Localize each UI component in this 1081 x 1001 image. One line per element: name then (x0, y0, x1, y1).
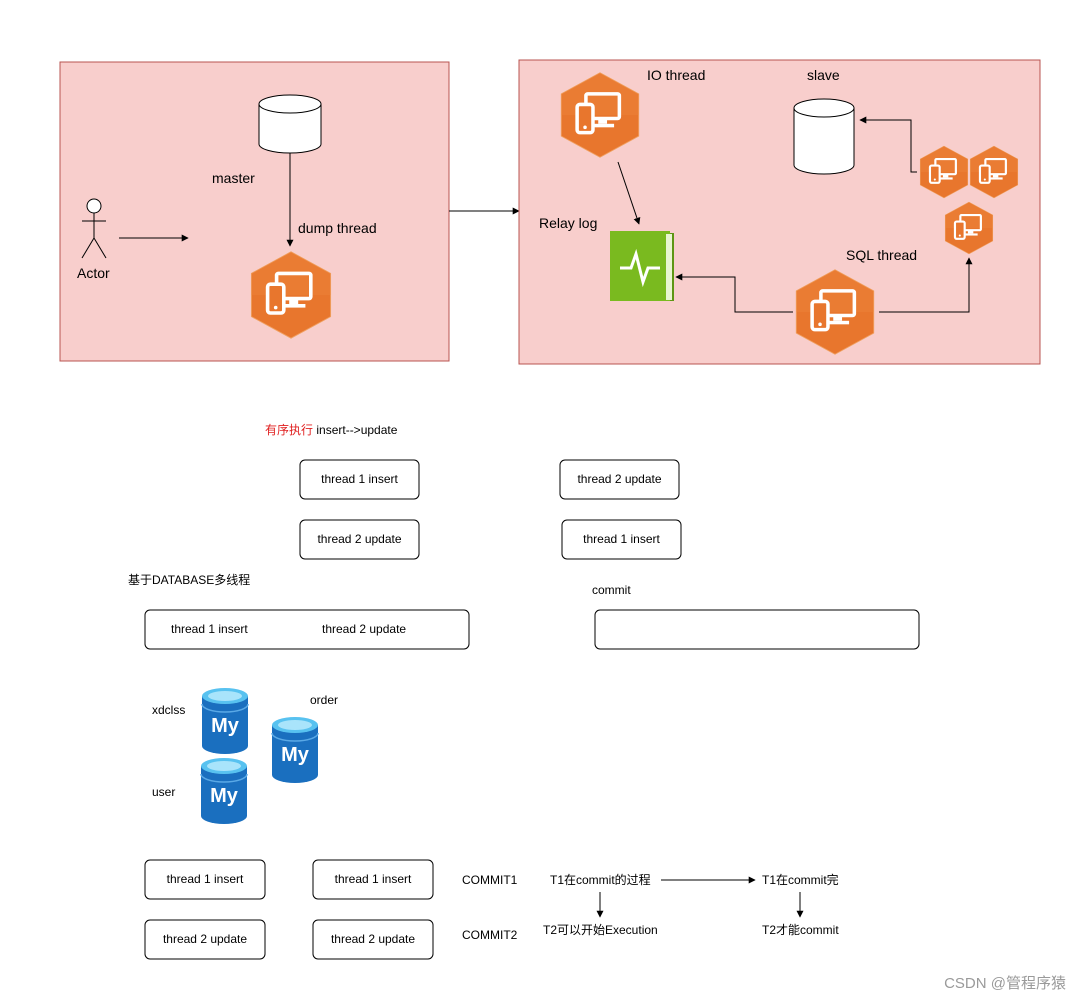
sql-to-relay-arrow (675, 273, 793, 313)
database-name: user (152, 785, 175, 799)
worker-to-slave-arrow (859, 116, 917, 173)
ordered-box-label: thread 1 insert (321, 472, 398, 486)
ordered-box-label: thread 1 insert (583, 532, 660, 546)
relay-log-label: Relay log (539, 215, 597, 231)
group-commit-box-label: thread 1 insert (335, 872, 412, 886)
group-commit-box-label: thread 2 update (331, 932, 415, 946)
t2-exec-label: T2可以开始Execution (543, 923, 658, 937)
slave-label: slave (807, 67, 840, 83)
group-commit-box-label: thread 2 update (163, 932, 247, 946)
commit2-label: COMMIT2 (462, 928, 518, 942)
database-mt-title: 基于DATABASE多线程 (128, 572, 250, 587)
ordered-box-label: thread 2 update (317, 532, 401, 546)
mysql-icon (200, 757, 248, 825)
ordered-box (299, 519, 420, 560)
t1-done-label: T1在commit完 (762, 872, 839, 887)
ordered-box-label: thread 2 update (577, 472, 661, 486)
ordered-box (299, 459, 420, 500)
group-commit-box (312, 919, 434, 960)
master-label: master (212, 170, 255, 186)
ordered-title: 有序执行 insert-->update (265, 422, 398, 437)
commit1-label: COMMIT1 (462, 873, 518, 887)
group-commit-box-label: thread 1 insert (167, 872, 244, 886)
commit-box (594, 609, 920, 650)
dump-thread-label: dump thread (298, 220, 377, 236)
group-commit-box (312, 859, 434, 900)
relay-log-book-icon (610, 231, 674, 301)
io-to-relay-arrow (617, 161, 641, 225)
ordered-box (559, 459, 680, 500)
actor-icon (81, 198, 107, 259)
watermark: CSDN @管程序猿 (944, 975, 1066, 992)
io-thread-label: IO thread (647, 67, 705, 83)
actor-label: Actor (77, 265, 110, 281)
master-database-icon (258, 94, 322, 154)
mysql-icon (271, 716, 319, 784)
database-mt-box (144, 609, 470, 650)
ordered-box (561, 519, 682, 560)
sql-thread-label: SQL thread (846, 247, 917, 263)
commit-label: commit (592, 583, 631, 597)
database-name: order (310, 693, 338, 707)
mysql-icon (201, 687, 249, 755)
t2-commit-label: T2才能commit (762, 923, 839, 937)
slave-database-icon (793, 98, 855, 175)
group-commit-box (144, 919, 266, 960)
database-name: xdclss (152, 703, 185, 717)
t1-process-label: T1在commit的过程 (550, 872, 651, 887)
database-mt-item: thread 2 update (322, 622, 406, 636)
group-commit-box (144, 859, 266, 900)
database-mt-item: thread 1 insert (171, 622, 248, 636)
sql-to-worker-arrow (879, 257, 973, 313)
